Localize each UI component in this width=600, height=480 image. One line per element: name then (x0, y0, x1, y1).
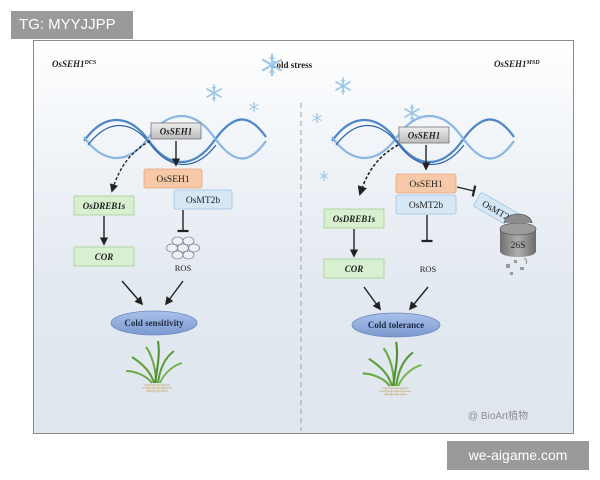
cor-label-left: COR (95, 252, 114, 262)
degradation-fragments-icon (506, 257, 528, 275)
outcome-label-left: Cold sensitivity (124, 318, 184, 328)
inhibit-mt2b-right (456, 185, 477, 197)
protein-box-mt2b-right (395, 194, 457, 215)
left-title: OsSEH1DCS (52, 59, 97, 69)
dreb-label-left: OsDREB1s (83, 201, 126, 211)
rice-seedling-icon (125, 340, 183, 394)
arrow-cor-to-outcome-right (363, 286, 381, 311)
cor-box-left (73, 246, 135, 267)
ros-label-right: ROS (420, 264, 437, 274)
right-title: OsSEH1MSD (494, 59, 540, 69)
protein-label-mt2b-left: OsMT2b (186, 196, 221, 206)
snowflake-icon (249, 101, 259, 113)
cor-label-right: COR (345, 264, 364, 274)
cold-stress-label: Cold stress (270, 60, 313, 70)
protein-box-seh1-right (395, 173, 457, 194)
diagram-panel: OsSEH1DCS Cold stress OsSEH1MSD OsSEH1 O… (33, 40, 574, 434)
diagram-canvas: OsSEH1DCS Cold stress OsSEH1MSD OsSEH1 O… (52, 53, 540, 431)
ros-cluster-icon (166, 236, 200, 260)
snowflake-icon (206, 84, 222, 102)
arrow-gene-to-dreb-right (357, 144, 399, 196)
dreb-box-left (73, 195, 135, 216)
outcome-label-right: Cold tolerance (368, 320, 424, 330)
watermark-tag: TG: MYYJJPP (11, 11, 133, 39)
protein-label-seh1-right: OsSEH1 (409, 180, 443, 190)
proteasome-26s-icon: 26S (499, 213, 537, 257)
outcome-oval-right (351, 312, 441, 338)
svg-text:26S: 26S (511, 241, 526, 251)
outcome-oval-left (110, 310, 198, 336)
ros-label-left: ROS (175, 263, 192, 273)
arrow-ros-to-outcome-left (165, 280, 184, 306)
rice-seedling-icon (361, 340, 423, 398)
snowflake-icon (319, 170, 329, 182)
protein-box-seh1-left (143, 168, 203, 189)
gene-box-right (398, 126, 450, 144)
arrow-gene-to-dreb-left (109, 140, 151, 193)
protein-box-mt2b-left (173, 189, 233, 210)
protein-label-mt2b-right: OsMT2b (409, 201, 444, 211)
arrow-cor-to-outcome-left (121, 280, 144, 306)
gene-label-left: OsSEH1 (160, 127, 193, 137)
gene-label-right: OsSEH1 (408, 131, 441, 141)
protein-label-seh1-left: OsSEH1 (156, 175, 190, 185)
source-watermark: @ BioArt植物 (468, 409, 528, 422)
site-label: we-aigame.com (447, 441, 589, 470)
arrow-ros-to-outcome-right (408, 286, 429, 311)
gene-box-left (150, 122, 202, 140)
snowflake-icon (335, 77, 351, 95)
dreb-label-right: OsDREB1s (333, 214, 376, 224)
cor-box-right (323, 258, 385, 279)
snowflake-icon (312, 112, 322, 124)
dreb-box-right (323, 208, 385, 229)
